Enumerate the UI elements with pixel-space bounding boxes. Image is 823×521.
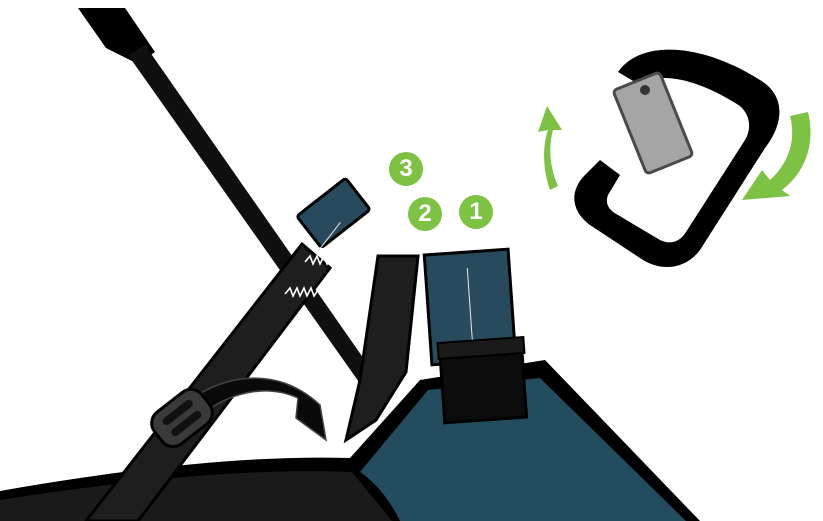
- step-badge-3: 3: [389, 152, 423, 186]
- slider-slot-top: [162, 399, 193, 426]
- step-number: 1: [469, 198, 483, 225]
- carabiner-body: [574, 49, 780, 268]
- adjuster-slider: [150, 387, 214, 449]
- step-number: 2: [418, 200, 432, 227]
- side-strap-loop: [188, 377, 328, 442]
- step-number: 3: [399, 155, 413, 182]
- strap-end-cap: [78, 8, 155, 64]
- rotate-arrow-right-icon: [742, 112, 811, 200]
- carabiner-gate-rivet: [640, 85, 650, 95]
- shoulder-strap: [78, 8, 380, 392]
- buckle-tab-seam: [466, 268, 473, 340]
- center-strap-band: [343, 254, 420, 444]
- buckle-housing-lip: [436, 335, 526, 361]
- lap-strap-tab-seam: [315, 222, 341, 255]
- shoulder-strap-band: [128, 45, 380, 392]
- step-badge-2: 2: [408, 197, 442, 231]
- adjuster-buckle: [150, 377, 328, 449]
- carabiner-icon: [574, 49, 780, 268]
- seat-lower-panel: [0, 471, 392, 521]
- lap-strap-tab: [296, 177, 371, 249]
- step-badge-1: 1: [459, 195, 493, 229]
- slider-slot-bottom: [171, 410, 202, 437]
- rotation-arrows: [538, 106, 811, 200]
- seat-fabric: [360, 378, 686, 521]
- center-strap: [343, 254, 420, 444]
- stitching-icon: [284, 254, 339, 298]
- rotate-arrow-left-icon: [538, 106, 562, 190]
- lap-strap-band: [84, 241, 333, 521]
- carabiner-gate: [612, 71, 694, 175]
- lap-strap: [84, 177, 371, 521]
- right-buckle: [422, 247, 529, 425]
